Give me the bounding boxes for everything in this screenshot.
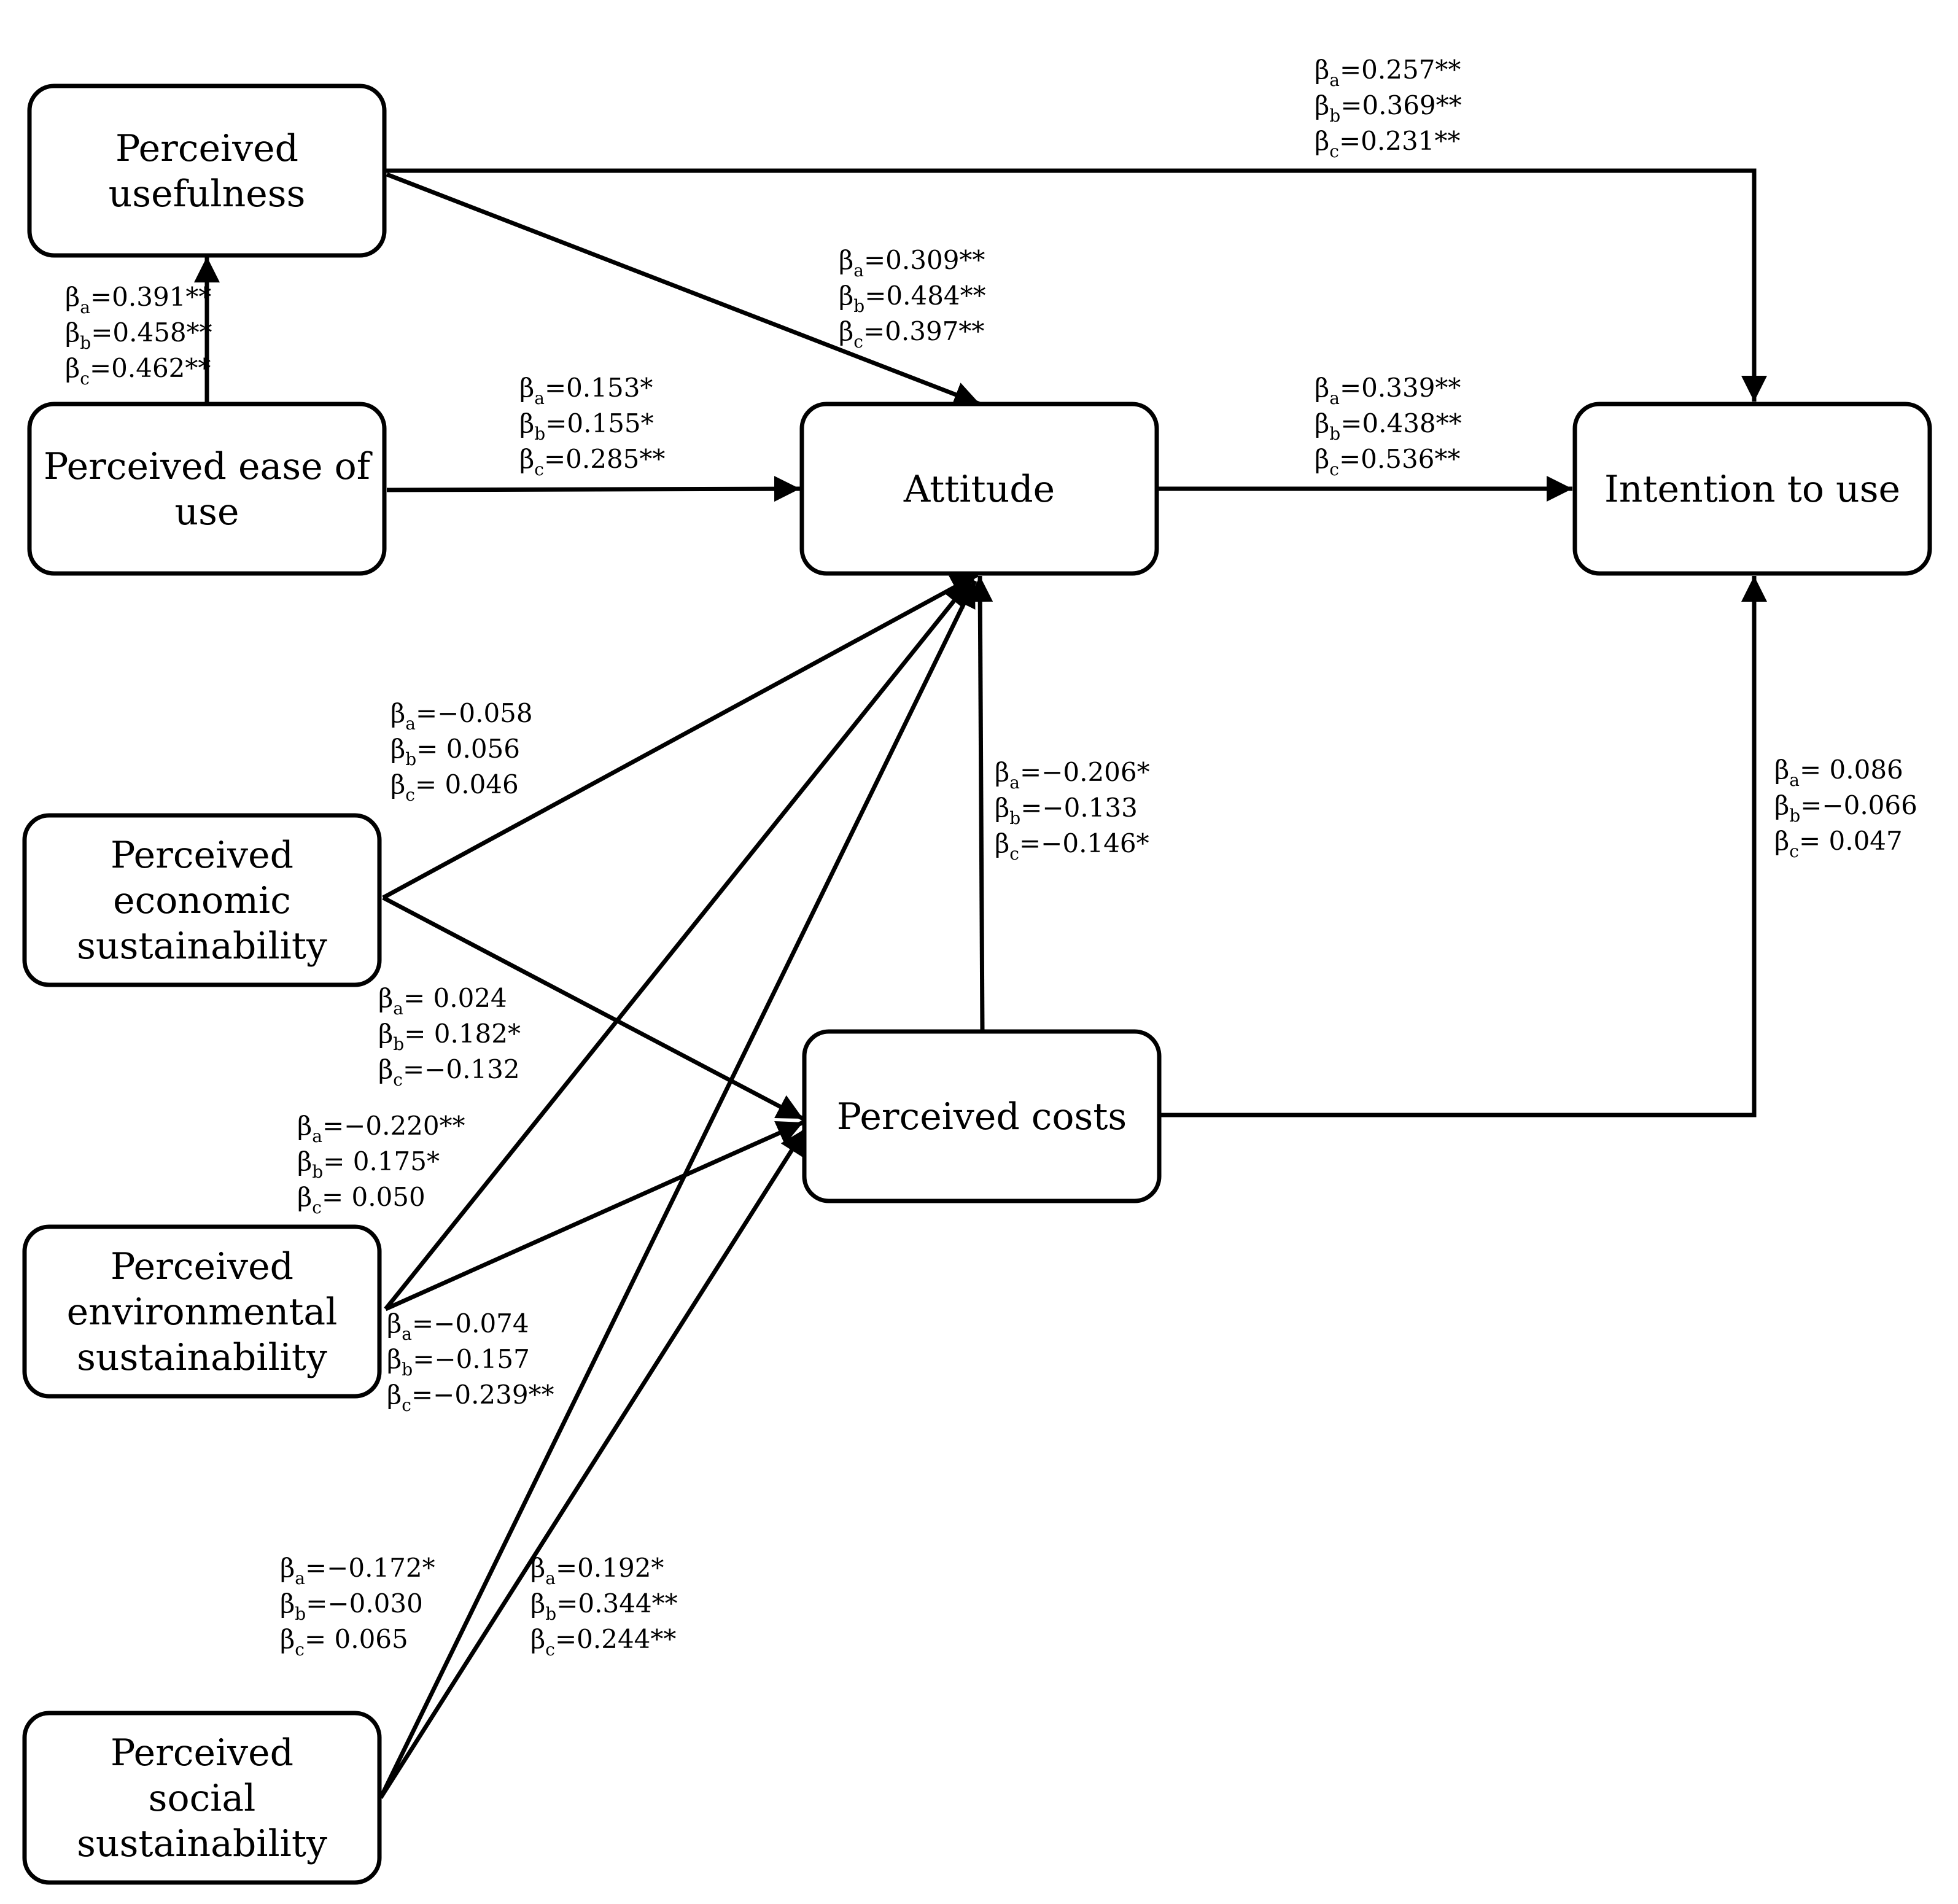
coef-pss_att-c: βc= 0.065 [280, 1624, 408, 1660]
node-pes-label: Perceived [111, 834, 293, 877]
edge-pes_att [382, 572, 979, 900]
coef-penv_pc-b: βb=−0.157 [387, 1344, 530, 1380]
node-att-label: Attitude [903, 468, 1055, 511]
edge-pes_pc [382, 895, 804, 1121]
coef-penv_att-c: βc= 0.050 [297, 1182, 425, 1218]
node-pes-label: sustainability [77, 925, 327, 968]
node-pes-box [22, 813, 382, 987]
coef-pc_att-a: βa=−0.206* [995, 757, 1150, 793]
node-penv-label: environmental [67, 1291, 338, 1334]
edge-pc_itu [1160, 576, 1767, 1117]
node-att-box [799, 402, 1159, 576]
coef-pes_att-a: βa=−0.058 [390, 698, 533, 734]
coef-att_itu-b: βb=0.438** [1315, 408, 1462, 444]
coef-pu_att-c: βc=0.397** [839, 316, 984, 352]
coef-penv_att-b: βb= 0.175* [297, 1146, 440, 1182]
coef-pc_itu-c: βc= 0.047 [1774, 826, 1903, 861]
node-peou-box [27, 402, 387, 576]
coef-peou_att-b: βb=0.155* [519, 408, 654, 444]
coef-pss_att-b: βb=−0.030 [280, 1588, 423, 1624]
coef-pc_att-c: βc=−0.146* [995, 828, 1149, 864]
coef-penv_pc-a: βa=−0.074 [387, 1308, 529, 1344]
coef-pes_att-c: βc= 0.046 [390, 769, 519, 805]
coef-label-pu_itu: βa=0.257**βb=0.369**βc=0.231** [1315, 55, 1462, 161]
node-pu-box [27, 84, 387, 258]
node-itu-label: Intention to use [1604, 468, 1900, 511]
coef-label-pu_att: βa=0.309**βb=0.484**βc=0.397** [839, 245, 986, 352]
coef-peou_att-a: βa=0.153* [519, 373, 653, 408]
edge-pc_att [967, 575, 993, 1031]
coefficient-labels: βa=0.391**βb=0.458**βc=0.462** βa=0.257**… [65, 55, 1917, 1660]
coef-att_itu-c: βc=0.536** [1315, 444, 1460, 480]
coef-label-peou_pu: βa=0.391**βb=0.458**βc=0.462** [65, 282, 212, 389]
node-pu-label: Perceived [115, 127, 298, 170]
coef-pes_pc-c: βc=−0.132 [378, 1054, 520, 1090]
coef-pu_att-b: βb=0.484** [839, 281, 986, 316]
node-pss-box [22, 1711, 382, 1885]
coef-pu_itu-a: βa=0.257** [1315, 55, 1461, 90]
coef-peou_att-c: βc=0.285** [519, 444, 665, 480]
coef-pu_itu-c: βc=0.231** [1315, 126, 1460, 161]
coef-att_itu-a: βa=0.339** [1315, 373, 1461, 408]
coef-pc_itu-a: βa= 0.086 [1774, 755, 1903, 790]
coef-peou_pu-a: βa=0.391** [65, 282, 211, 317]
node-pss-label: sustainability [77, 1822, 327, 1865]
coef-pss_pc-b: βb=0.344** [530, 1588, 678, 1624]
node-att: Attitude [799, 402, 1159, 576]
coef-peou_pu-c: βc=0.462** [65, 353, 211, 389]
node-pu-label: usefulness [109, 173, 306, 216]
node-itu: Intention to use [1572, 402, 1932, 576]
edge-peou_att [386, 476, 801, 502]
coef-pes_att-b: βb= 0.056 [390, 734, 520, 769]
coef-pss_att-a: βa=−0.172* [280, 1553, 435, 1588]
node-penv-label: Perceived [111, 1245, 293, 1288]
node-pc-box [802, 1029, 1162, 1203]
edge-penv_pc [384, 1120, 804, 1311]
node-penv-box [22, 1224, 382, 1399]
coef-pc_att-b: βb=−0.133 [995, 793, 1138, 828]
node-pc-label: Perceived costs [837, 1095, 1127, 1138]
coef-penv_pc-c: βc=−0.239** [387, 1380, 554, 1415]
coef-peou_pu-b: βb=0.458** [65, 317, 212, 353]
node-pss-label: social [149, 1777, 256, 1820]
edge-pu_att [386, 172, 981, 407]
node-pes-label: economic [113, 879, 291, 922]
edge-pss_att [378, 580, 977, 1799]
node-peou-label: Perceived ease of [44, 445, 373, 488]
edge-penv_att [384, 579, 972, 1311]
coef-label-pss_pc: βa=0.192*βb=0.344**βc=0.244** [530, 1553, 678, 1660]
edge-pss_pc [379, 1127, 807, 1799]
coef-label-penv_att: βa=−0.220**βb= 0.175*βc= 0.050 [297, 1111, 465, 1218]
edge-pu_itu [384, 168, 1767, 402]
coef-label-peou_att: βa=0.153*βb=0.155*βc=0.285** [519, 373, 665, 480]
coef-penv_att-a: βa=−0.220** [297, 1111, 465, 1146]
node-peou-label: use [175, 491, 239, 534]
node-penv-label: sustainability [77, 1336, 327, 1379]
coef-pss_pc-c: βc=0.244** [530, 1624, 676, 1660]
coef-pc_itu-b: βb=−0.066 [1774, 790, 1917, 826]
coef-pes_pc-b: βb= 0.182* [378, 1019, 521, 1054]
node-pss-label: Perceived [111, 1731, 293, 1774]
coef-label-att_itu: βa=0.339**βb=0.438**βc=0.536** [1315, 373, 1462, 480]
node-pc: Perceived costs [802, 1029, 1162, 1203]
coef-pu_att-a: βa=0.309** [839, 245, 985, 281]
coef-pu_itu-b: βb=0.369** [1315, 90, 1462, 126]
edges [194, 168, 1767, 1799]
coef-pss_pc-a: βa=0.192* [530, 1553, 664, 1588]
node-itu-box [1572, 402, 1932, 576]
coef-pes_pc-a: βa= 0.024 [378, 983, 507, 1019]
